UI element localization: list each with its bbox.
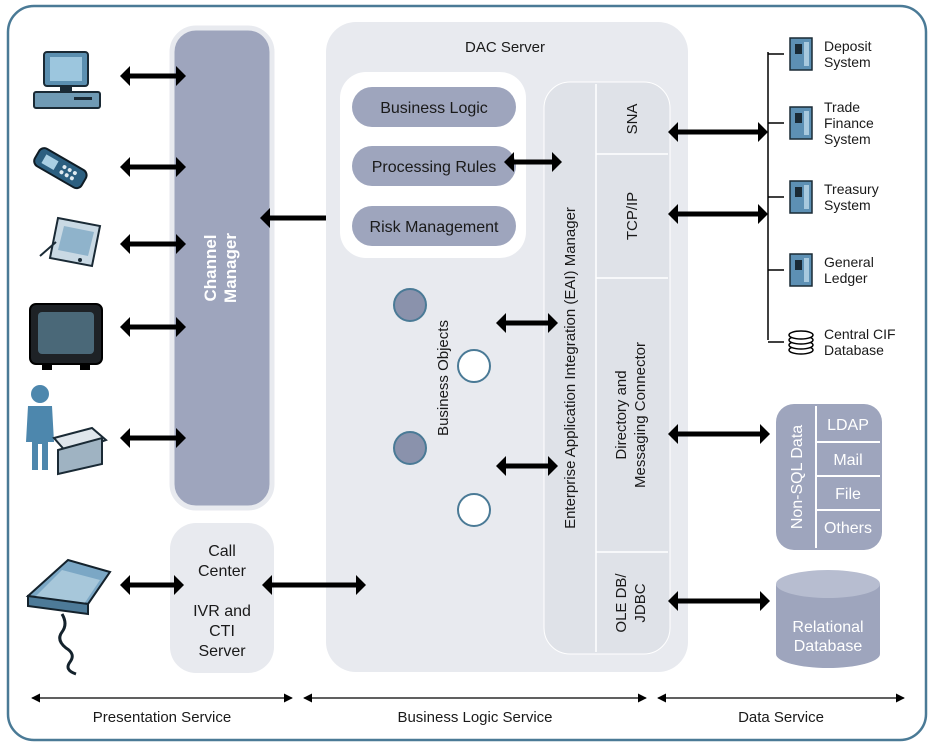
- eai-manager-title: Enterprise Application Integration (EAI)…: [562, 207, 579, 529]
- channel-manager-bar: [169, 25, 275, 511]
- system-label-line: Deposit: [824, 38, 872, 54]
- business-object-circle: [393, 431, 427, 465]
- module-business-logic: Business Logic: [352, 87, 516, 127]
- module-label: Business Logic: [380, 100, 488, 117]
- channel-manager-line-2: Manager: [221, 233, 240, 303]
- desktop-computer-icon: [33, 51, 101, 109]
- connection-arrows: [120, 66, 770, 611]
- eai-manager-panel: [543, 81, 671, 655]
- call-center-line: CTI: [209, 623, 235, 640]
- tcpip-systems-arrow: [668, 204, 768, 224]
- sna-label: SNA: [624, 104, 641, 135]
- bank-teller-icon: [26, 385, 108, 476]
- oledb-relational-arrow: [668, 591, 770, 611]
- system-label-line: General: [824, 254, 874, 270]
- dac-channel-arrow: [260, 208, 326, 228]
- device-channel-arrow: [120, 317, 186, 337]
- system-label-line: Central CIF: [824, 326, 896, 342]
- data-service-label: Data Service: [738, 709, 824, 726]
- call-center-line: Call: [208, 543, 236, 560]
- call-center-line: IVR and: [193, 603, 251, 620]
- directory-nonsql-arrow: [668, 424, 770, 444]
- nonsql-item-others: Others: [824, 520, 872, 537]
- system-label-line: System: [824, 197, 871, 213]
- sna-systems-arrow: [668, 122, 768, 142]
- business-object-circle: [457, 493, 491, 527]
- objects-eai-arrow-2: [496, 456, 558, 476]
- relational-database: Relational Database: [776, 570, 880, 668]
- module-pill: [352, 206, 516, 246]
- business-object-circle: [457, 349, 491, 383]
- business-objects-label: Business Objects: [435, 320, 452, 436]
- module-label: Risk Management: [370, 219, 500, 236]
- channel-manager-label: Channel Manager: [201, 233, 240, 303]
- service-spans: Presentation Service Business Logic Serv…: [31, 693, 905, 726]
- callcenter-dac-arrow: [262, 575, 366, 595]
- oledb-line-1: OLE DB/: [613, 573, 630, 633]
- telephone-callcenter-arrow: [120, 575, 184, 595]
- module-label: Processing Rules: [372, 159, 497, 176]
- objects-eai-arrow-1: [496, 313, 558, 333]
- module-risk-management: Risk Management: [352, 206, 516, 246]
- server-icon: [789, 253, 813, 287]
- server-icon: [789, 37, 813, 71]
- dac-server-title: DAC Server: [465, 39, 545, 56]
- directory-connector-label: Directory and Messaging Connector: [613, 342, 649, 488]
- system-label-line: Finance: [824, 115, 874, 131]
- directory-line-1: Directory and: [613, 370, 630, 459]
- pda-icon: [39, 216, 102, 268]
- server-icon: [789, 180, 813, 214]
- television-icon: [29, 303, 103, 370]
- system-label-line: Database: [824, 342, 884, 358]
- presentation-service-label: Presentation Service: [93, 709, 231, 726]
- business-objects: Business Objects: [393, 288, 491, 527]
- telephone-icon: [25, 558, 112, 676]
- module-pill: [352, 87, 516, 127]
- system-label-line: Treasury: [824, 181, 879, 197]
- nonsql-item-file: File: [835, 486, 861, 503]
- system-label-line: System: [824, 131, 871, 147]
- channel-manager-line-1: Channel: [201, 234, 220, 301]
- system-label-line: System: [824, 54, 871, 70]
- oledb-connector-label: OLE DB/ JDBC: [613, 573, 649, 633]
- oledb-line-2: JDBC: [632, 583, 649, 622]
- nonsql-title: Non-SQL Data: [789, 425, 806, 529]
- tcpip-label: TCP/IP: [624, 192, 641, 240]
- directory-line-2: Messaging Connector: [632, 342, 649, 488]
- nonsql-item-mail: Mail: [833, 452, 862, 469]
- device-channel-arrow: [120, 66, 186, 86]
- backend-systems: DepositSystemTradeFinanceSystemTreasuryS…: [768, 37, 896, 358]
- call-center-box: [170, 523, 274, 673]
- device-channel-arrow: [120, 157, 186, 177]
- database-stack-icon: [788, 330, 814, 355]
- nonsql-item-ldap: LDAP: [827, 417, 869, 434]
- system-label-line: Ledger: [824, 270, 868, 286]
- module-processing-rules: Processing Rules: [352, 146, 516, 186]
- device-channel-arrow: [120, 234, 186, 254]
- relational-line-1: Relational: [792, 619, 863, 636]
- relational-line-2: Database: [794, 638, 863, 655]
- device-channel-arrow: [120, 428, 186, 448]
- call-center-line: Center: [198, 563, 247, 580]
- mobile-phone-icon: [33, 147, 88, 190]
- module-pill: [352, 146, 516, 186]
- server-icon: [789, 106, 813, 140]
- system-label-line: Trade: [824, 99, 860, 115]
- nonsql-data-store: Non-SQL Data LDAP Mail File Others: [776, 404, 882, 550]
- business-object-circle: [393, 288, 427, 322]
- business-logic-service-label: Business Logic Service: [397, 709, 552, 726]
- call-center-line: Server: [198, 643, 246, 660]
- rules-eai-arrow: [504, 152, 562, 172]
